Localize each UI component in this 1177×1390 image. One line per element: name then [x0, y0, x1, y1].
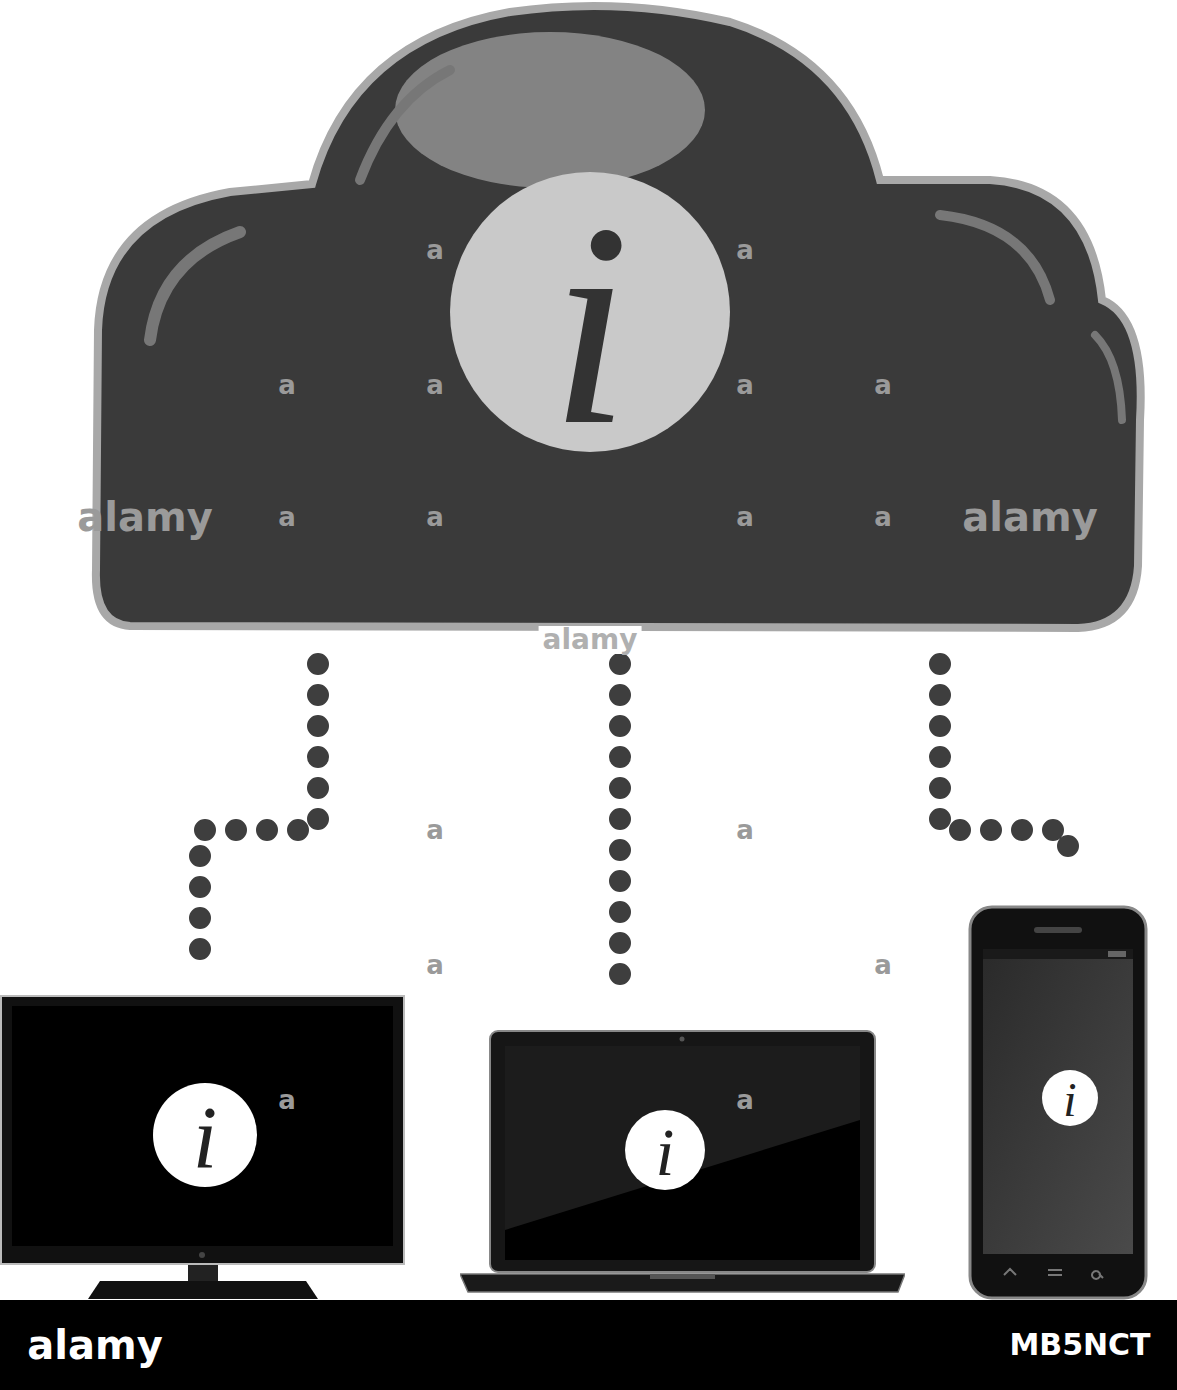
watermark-text: a — [426, 817, 444, 843]
info-symbol-text: i — [193, 1094, 217, 1182]
watermark-text: a — [874, 952, 892, 978]
watermark-text: a — [736, 817, 754, 843]
cloud-node: i — [90, 0, 1145, 632]
watermark-text: a — [426, 504, 444, 530]
info-symbol-text: i — [550, 180, 631, 470]
watermark-text: a — [426, 952, 444, 978]
dotted-connector — [609, 664, 631, 988]
watermark-bar — [0, 1300, 1177, 1390]
watermark-text: a — [426, 372, 444, 398]
dotted-connector — [200, 664, 318, 953]
watermark-text: a — [278, 504, 296, 530]
laptop-drawing — [460, 1030, 905, 1300]
watermark-text: a — [736, 1087, 754, 1113]
watermark-text: a — [736, 504, 754, 530]
watermark-text: alamy — [27, 1325, 162, 1365]
dotted-connector — [940, 664, 1068, 863]
watermark-text: a — [426, 237, 444, 263]
watermark-text: a — [736, 237, 754, 263]
phone-node: i — [968, 905, 1148, 1300]
watermark-text: alamy — [962, 497, 1097, 537]
laptop-node: i — [460, 1030, 905, 1300]
monitor-node: i — [0, 995, 405, 1300]
phone-drawing — [968, 905, 1148, 1300]
info-symbol-text: i — [656, 1118, 675, 1186]
watermark-text: a — [278, 372, 296, 398]
watermark-text: MB5NCT — [1009, 1330, 1150, 1360]
watermark-text: alamy — [539, 626, 642, 654]
watermark-text: a — [874, 504, 892, 530]
watermark-text: alamy — [77, 497, 212, 537]
watermark-text: a — [874, 372, 892, 398]
watermark-text: a — [736, 372, 754, 398]
watermark-text: a — [278, 1087, 296, 1113]
info-symbol-text: i — [1063, 1076, 1076, 1124]
